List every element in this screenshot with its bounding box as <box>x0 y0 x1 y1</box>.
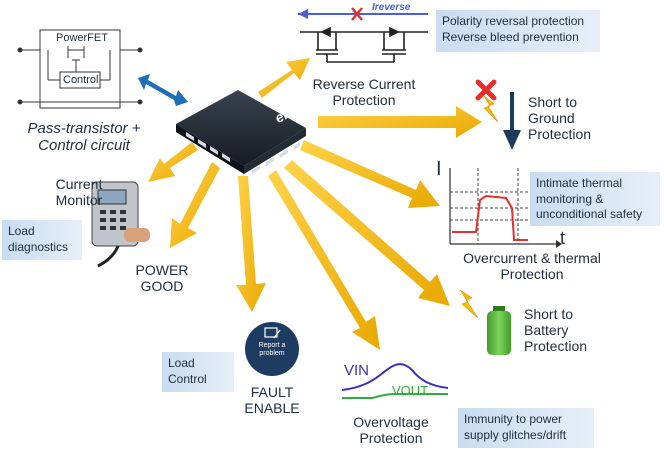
arrow-to-overvoltage <box>268 170 380 350</box>
arrow-to-ground <box>318 106 482 138</box>
short-to-battery-title: Short to Battery Protection <box>524 306 588 355</box>
vout-label: VOUT <box>392 383 429 398</box>
load-diagnostics-line-2: diagnostics <box>8 239 69 254</box>
reverse-notes: Polarity reversal protection Reverse ble… <box>436 10 600 52</box>
reverse-current-schematic <box>298 7 428 63</box>
arrow-to-thermal <box>300 140 440 208</box>
powerfet-schematic <box>17 29 143 109</box>
blue-double-arrow <box>138 74 188 106</box>
overvoltage-waveform <box>340 356 450 408</box>
arrow-to-battery <box>284 160 450 306</box>
thermal-note-2: monitoring & <box>536 191 604 206</box>
ground-arrow-icon <box>503 92 521 150</box>
reverse-note-1: Polarity reversal protection <box>442 14 585 28</box>
load-control-line-2: Control <box>168 371 207 386</box>
axis-x-label: t <box>560 228 566 248</box>
load-diagnostics-note: Load diagnostics <box>2 220 82 260</box>
thermal-note-3: unconditional safety <box>536 207 643 222</box>
fault-enable-title: FAULT ENABLE <box>244 384 300 417</box>
thermal-note-1: Intimate thermal <box>536 176 623 190</box>
report-badge-line-2: problem <box>259 350 285 358</box>
report-problem-badge <box>245 322 299 376</box>
report-badge-text: Report a problem <box>252 342 292 358</box>
overvoltage-title: Overvoltage Protection <box>353 414 429 447</box>
load-diagnostics-line-1: Load <box>8 224 35 238</box>
vin-label: VIN <box>344 362 370 379</box>
axis-y-label: I <box>436 158 442 180</box>
arrow-to-reverse <box>258 58 310 98</box>
overvoltage-note-2: supply glitches/drift <box>464 427 567 442</box>
reverse-current-title: Reverse Current Protection <box>312 76 416 109</box>
arrow-to-current-monitor <box>148 142 198 182</box>
arrow-to-power-good <box>170 162 220 248</box>
pass-transistor-caption: Pass-transistor + Control circuit <box>27 120 141 155</box>
load-control-line-1: Load <box>168 356 195 370</box>
report-badge-line-1: Report a <box>258 342 286 349</box>
overcurrent-thermal-title: Overcurrent & thermal Protection <box>463 250 601 283</box>
control-label: Control <box>63 74 99 86</box>
thermal-notes: Intimate thermal monitoring & unconditio… <box>530 172 660 226</box>
battery-icon <box>487 306 511 355</box>
current-monitor-title: Current Monitor <box>55 176 103 209</box>
load-control-note: Load Control <box>162 352 234 392</box>
reverse-note-2: Reverse bleed prevention <box>442 29 579 44</box>
power-good-title: POWER GOOD <box>135 262 189 295</box>
lightning-icon <box>459 289 479 319</box>
powerfet-label: PowerFET <box>56 32 108 44</box>
thermal-waveform-plot <box>449 168 562 248</box>
arrow-to-fault <box>236 176 266 312</box>
overvoltage-notes: Immunity to power supply glitches/drift <box>458 408 594 448</box>
ireverse-label: Ireverse <box>372 2 411 13</box>
red-x-icon <box>475 79 499 123</box>
efuse-chip <box>176 90 306 174</box>
overvoltage-note-1: Immunity to power <box>464 412 563 426</box>
short-to-ground-title: Short to Ground Protection <box>528 94 592 143</box>
current-monitor-device <box>91 181 150 268</box>
